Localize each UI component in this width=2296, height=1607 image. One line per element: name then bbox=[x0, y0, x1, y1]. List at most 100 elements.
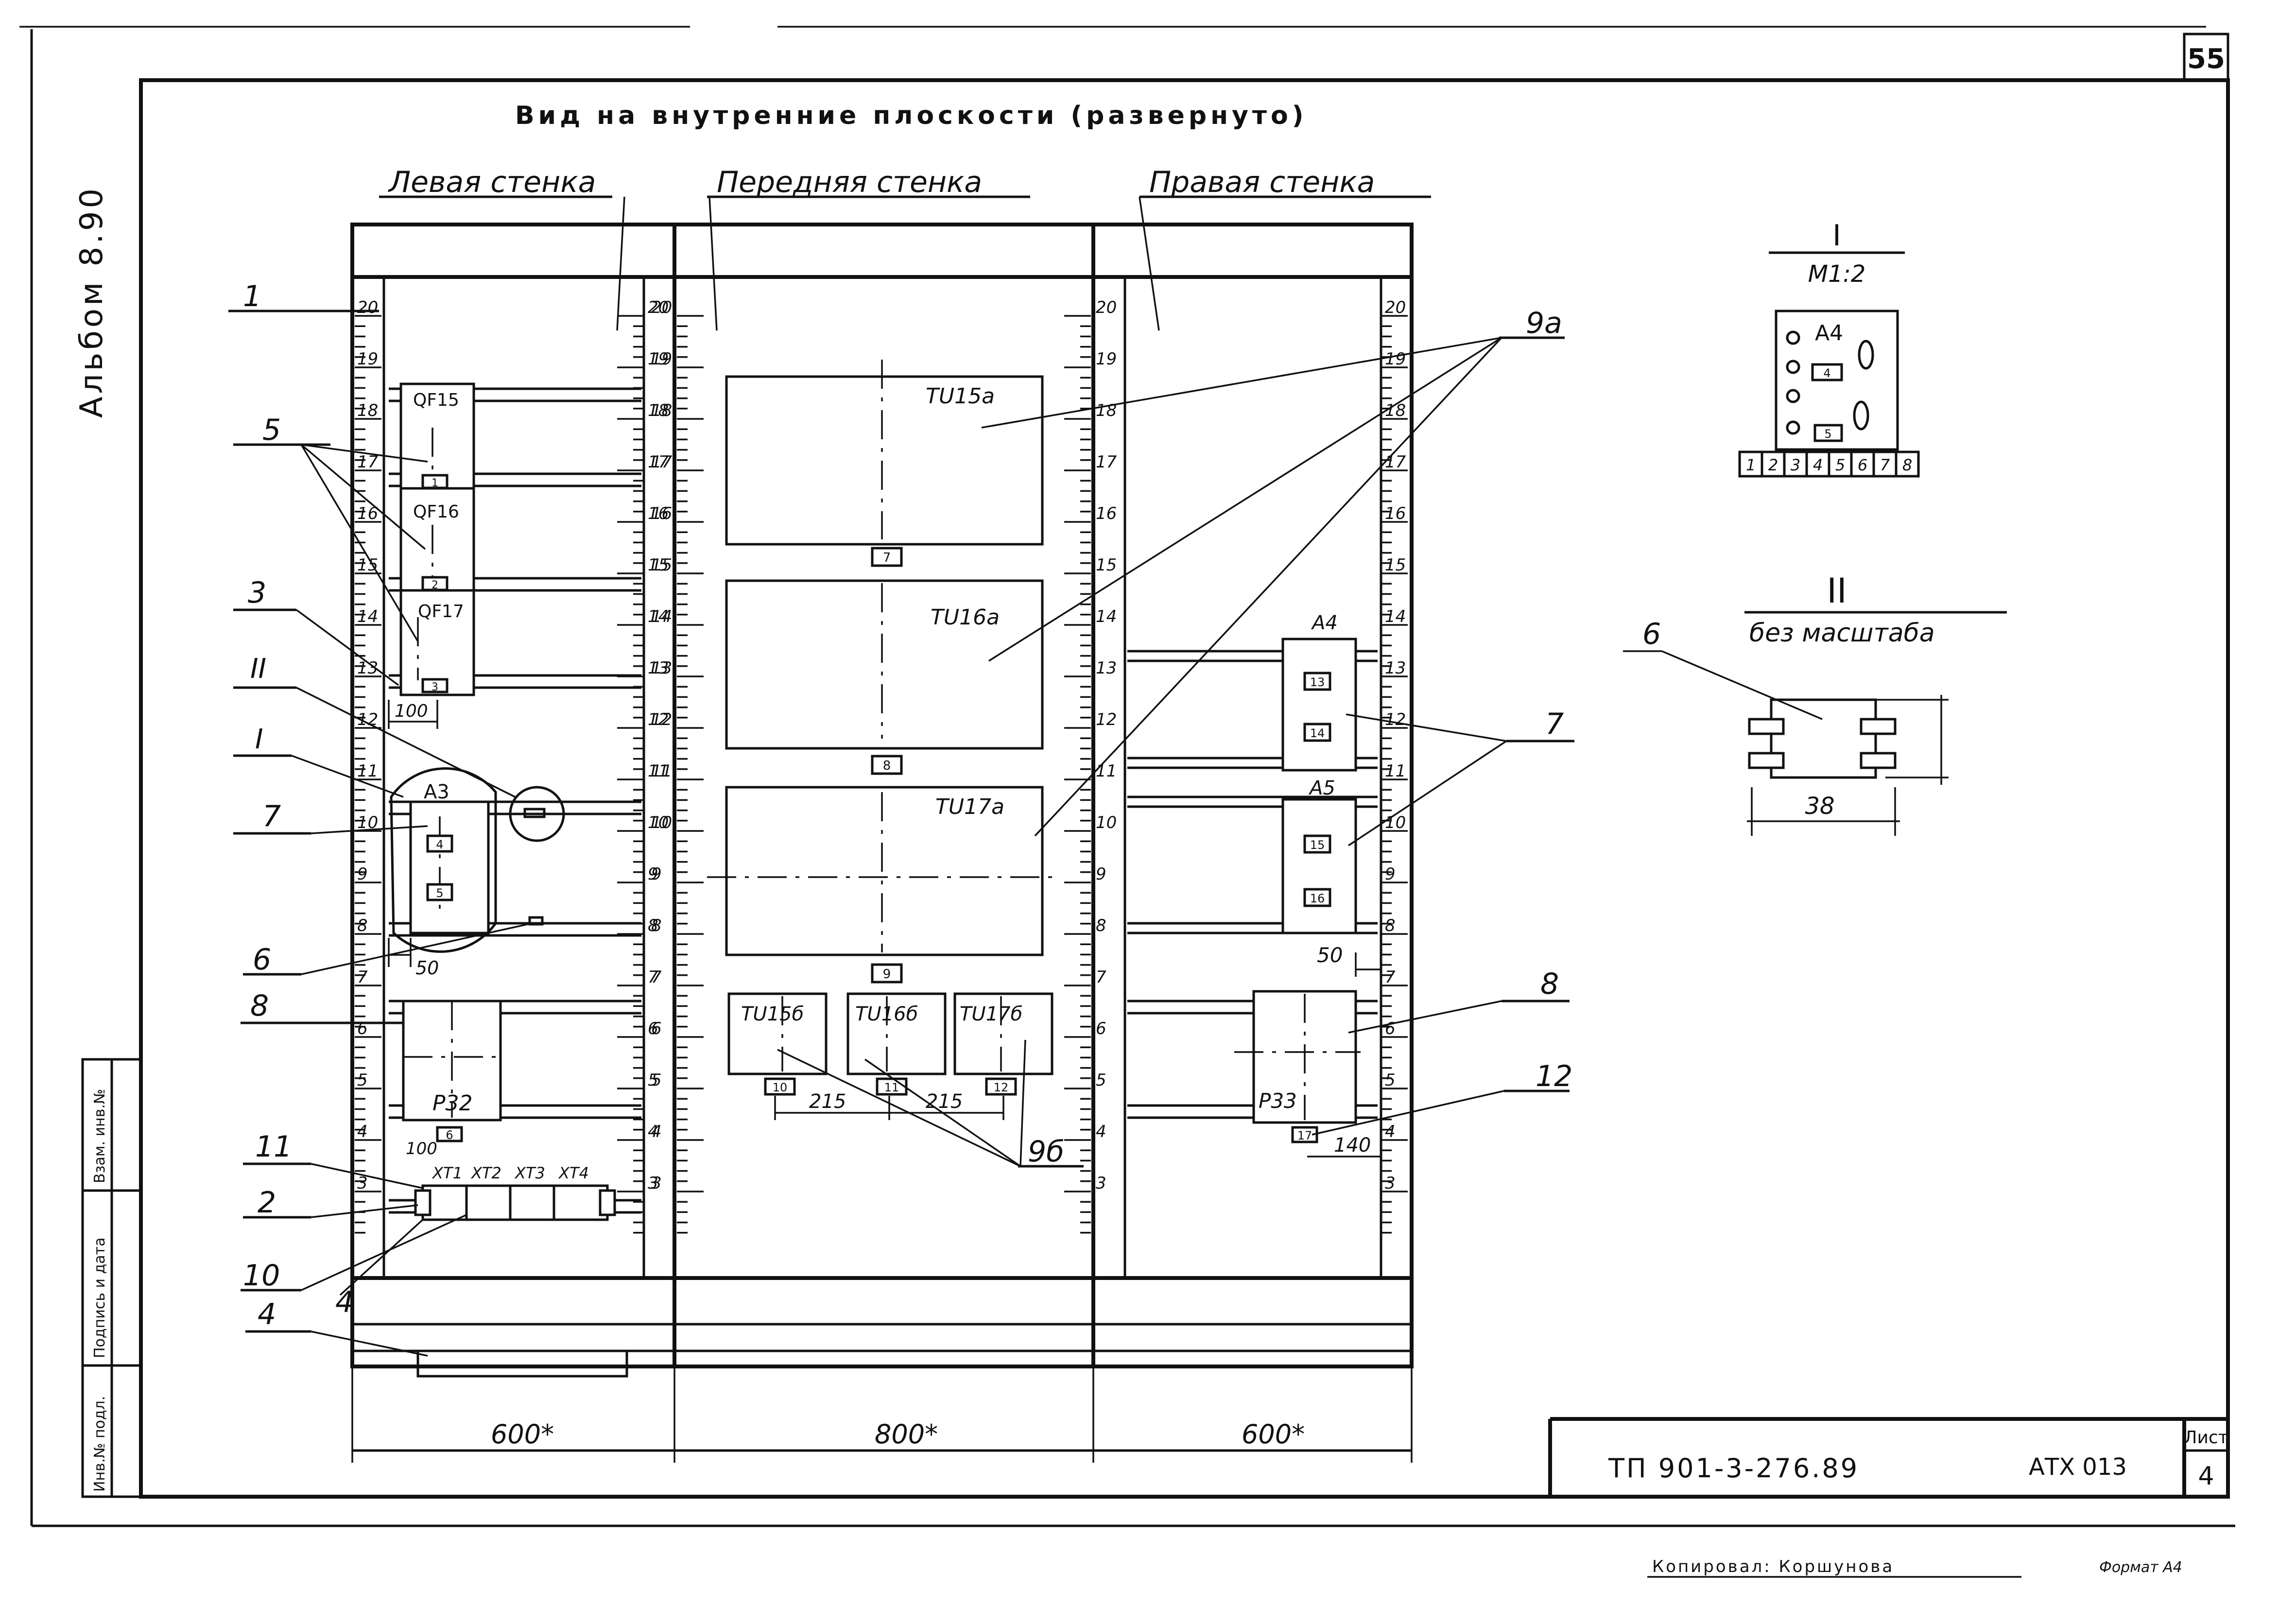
scale-mark-18: 18 bbox=[648, 401, 669, 420]
wall-title-front: Передняя стенка bbox=[717, 165, 982, 199]
stamp-inv-no: Инв.№ подл. bbox=[91, 1396, 108, 1492]
scale-mark-14: 14 bbox=[648, 607, 669, 626]
scale-mark-14: 14 bbox=[1096, 607, 1117, 626]
detail-i-terminal-5: 5 bbox=[1835, 456, 1845, 474]
dim-215-a: 215 bbox=[809, 1090, 846, 1113]
overall-dimensions: 600* 800* 600* bbox=[351, 1366, 1413, 1463]
scale-mark-20: 20 bbox=[648, 298, 669, 317]
scale-mark-15: 15 bbox=[648, 555, 669, 575]
scale-mark-7: 7 bbox=[1096, 968, 1106, 987]
callout-11: 11 bbox=[255, 1130, 292, 1164]
doc-code: АТХ 013 bbox=[2029, 1453, 2127, 1481]
tu15b-label: TU15б bbox=[741, 1003, 804, 1025]
scale-mark-6: 6 bbox=[648, 1019, 658, 1038]
tag-12: 12 bbox=[994, 1081, 1009, 1094]
scale-mark-19: 19 bbox=[1096, 349, 1117, 369]
scale-mark-8: 8 bbox=[648, 916, 658, 935]
inner-frame bbox=[139, 78, 2230, 1499]
drawing-title: Вид на внутренние плоскости (развернуто) bbox=[515, 101, 1308, 130]
scale-mark-20: 20 bbox=[1385, 298, 1406, 317]
scale-mark-17: 17 bbox=[651, 452, 673, 472]
scale-mark-7: 7 bbox=[357, 968, 368, 987]
scale-mark-7: 7 bbox=[651, 968, 662, 987]
detail-ii-label: II bbox=[1827, 571, 1847, 611]
tag-16: 16 bbox=[1310, 892, 1325, 905]
scale-mark-11: 11 bbox=[1385, 761, 1406, 781]
scale-mark-3: 3 bbox=[648, 1174, 658, 1193]
scale-mark-15: 15 bbox=[1385, 555, 1406, 575]
tag-13: 13 bbox=[1310, 675, 1325, 689]
stamp-replace-inv: Взам. инв.№ bbox=[91, 1089, 108, 1183]
page-number: 55 bbox=[2187, 43, 2225, 75]
scale-mark-5: 5 bbox=[357, 1071, 368, 1090]
terminal-xt4: XT4 bbox=[558, 1164, 589, 1182]
detail-ii: II без масштаба 6 38 bbox=[1623, 571, 2007, 836]
callout-5: 5 bbox=[262, 413, 281, 447]
callout-9a: 9а bbox=[1526, 306, 1562, 340]
scale-mark-15: 15 bbox=[357, 555, 378, 575]
callout-8: 8 bbox=[250, 989, 269, 1023]
scale-mark-13: 13 bbox=[1385, 658, 1406, 678]
cabinet-outline bbox=[350, 223, 1414, 1368]
detail-i-tag-4: 4 bbox=[1823, 366, 1830, 380]
p32-relay: P32 6 100 bbox=[402, 1000, 502, 1158]
tag-1: 1 bbox=[432, 477, 438, 489]
callout-10: 10 bbox=[243, 1259, 280, 1293]
detail-i-tag-5: 5 bbox=[1824, 427, 1831, 441]
scale-mark-19: 19 bbox=[357, 349, 378, 369]
cabinet-development bbox=[350, 223, 1414, 1378]
scale-mark-8: 8 bbox=[1096, 916, 1106, 935]
a5-label: A5 bbox=[1308, 777, 1335, 799]
a4-label: A4 bbox=[1311, 612, 1338, 634]
scale-mark-18: 18 bbox=[1096, 401, 1117, 420]
scale-mark-18: 18 bbox=[357, 401, 378, 420]
detail-ii-marker bbox=[509, 786, 565, 842]
dim-215-b: 215 bbox=[926, 1090, 963, 1113]
scale-mark-5: 5 bbox=[1096, 1071, 1106, 1090]
tag-11: 11 bbox=[884, 1081, 899, 1094]
footer-format: Формат А4 bbox=[2099, 1559, 2182, 1576]
scale-mark-6: 6 bbox=[1385, 1019, 1396, 1038]
tag-5: 5 bbox=[436, 886, 443, 900]
scale-mark-20: 20 bbox=[651, 298, 672, 317]
scale-mark-14: 14 bbox=[651, 607, 672, 626]
dim-600-right: 600* bbox=[1242, 1419, 1305, 1450]
dim-50-right: 50 bbox=[1317, 943, 1343, 967]
scale-mark-17: 17 bbox=[1385, 452, 1406, 472]
scale-mark-14: 14 bbox=[357, 607, 378, 626]
scale-mark-12: 12 bbox=[1096, 710, 1117, 729]
scale-mark-18: 18 bbox=[651, 401, 672, 420]
detail-i-terminal-box bbox=[1872, 450, 1898, 478]
callout-7-right: 7 bbox=[1545, 707, 1564, 741]
side-stamp: Инв.№ подл. Подпись и дата Взам. инв.№ bbox=[81, 1058, 142, 1498]
callout-3: 3 bbox=[248, 576, 266, 610]
qf17-label: QF17 bbox=[418, 602, 464, 622]
dim-100-qf: 100 bbox=[395, 701, 428, 721]
detail-ii-dim: 38 bbox=[1805, 793, 1834, 820]
detail-i-terminal-6: 6 bbox=[1858, 456, 1867, 474]
callout-1: 1 bbox=[243, 279, 261, 313]
callout-I: I bbox=[255, 724, 263, 755]
scale-mark-17: 17 bbox=[1096, 452, 1117, 472]
tag-14: 14 bbox=[1310, 726, 1325, 740]
scale-mark-15: 15 bbox=[651, 555, 672, 575]
scale-mark-4: 4 bbox=[1096, 1122, 1106, 1141]
callout-2: 2 bbox=[258, 1186, 276, 1220]
scale-mark-7: 7 bbox=[1385, 968, 1396, 987]
terminal-xt1: XT1 bbox=[432, 1164, 463, 1182]
detail-i-terminal-2: 2 bbox=[1768, 456, 1778, 474]
callout-12: 12 bbox=[1536, 1059, 1572, 1093]
wall-title-right: Правая стенка bbox=[1149, 165, 1375, 199]
scale-mark-9: 9 bbox=[651, 864, 662, 884]
qf15-label: QF15 bbox=[413, 390, 459, 410]
a3-label-text: A3 bbox=[424, 781, 449, 803]
scale-mark-20: 20 bbox=[357, 298, 378, 317]
tag-8: 8 bbox=[883, 759, 891, 773]
tag-9: 9 bbox=[883, 967, 891, 982]
scale-mark-13: 13 bbox=[651, 658, 672, 678]
album-label: Альбом 8.90 bbox=[74, 186, 110, 418]
